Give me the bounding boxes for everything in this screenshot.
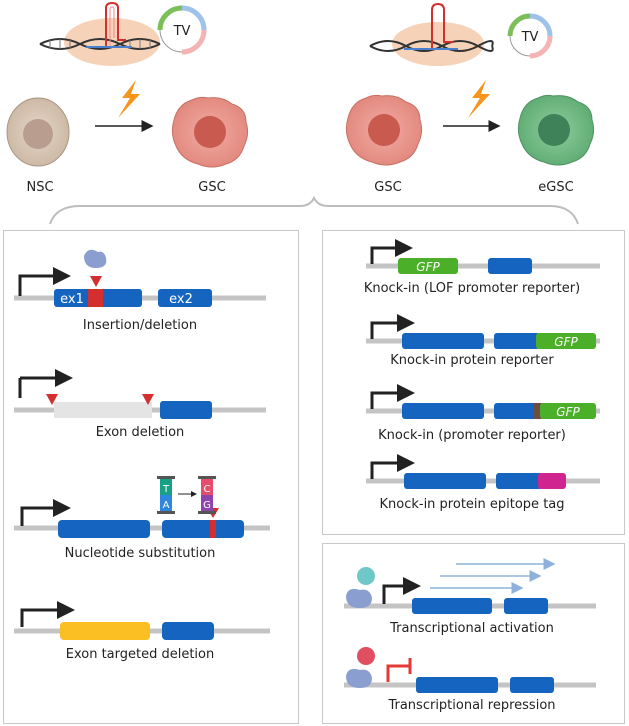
promoter-arrow (370, 384, 415, 409)
caption-knock-in-lof-promoter-reporter: Knock-in (LOF promoter reporter) (363, 281, 581, 296)
promoter-arrow (370, 239, 413, 264)
left-panel (3, 230, 299, 724)
gsc-cell-2 (345, 94, 423, 166)
gfp-label: GFP (554, 335, 578, 349)
exon (162, 520, 244, 538)
exon (488, 258, 532, 274)
tv-label-right: TV (521, 30, 539, 45)
base-pair-after: C G (198, 476, 216, 514)
transcriptional-activation-diagram (344, 558, 596, 614)
cut-site-icon (142, 394, 154, 405)
exon (58, 520, 150, 538)
cas9-icon (84, 249, 107, 268)
cell-label-nsc: NSC (26, 180, 54, 195)
gfp-tag (536, 333, 596, 349)
exon (494, 403, 540, 419)
egsc-cell (517, 94, 595, 166)
caption-knock-in-protein-reporter: Knock-in protein reporter (390, 353, 554, 368)
lightning-icon (468, 80, 490, 118)
repressor-domain-icon (357, 647, 375, 665)
promoter-arrow (370, 454, 415, 479)
dcas9-icon (346, 588, 372, 608)
cut-site-icon (90, 276, 102, 287)
promoter-arrow (20, 601, 75, 627)
knock-in-lof-reporter-diagram: GFP (366, 239, 600, 274)
exon-deletion-diagram (14, 369, 266, 419)
substitution-site (210, 520, 216, 538)
knock-in-promoter-reporter-diagram: GFP (366, 384, 600, 419)
transcriptional-repression-diagram (344, 647, 596, 693)
exon (404, 473, 486, 489)
cell-label-gsc: GSC (374, 180, 402, 195)
nsc-cell (6, 97, 70, 167)
exon (162, 622, 214, 640)
knock-in-epitope-tag-diagram (366, 454, 600, 489)
exon-targeted-deletion-diagram (14, 601, 270, 640)
deleted-region (54, 402, 152, 418)
cas9-dna-complex-left (39, 1, 161, 66)
epitope-tag (538, 473, 566, 489)
cas9-protein (64, 18, 160, 66)
caption-transcriptional-activation: Transcriptional activation (390, 621, 554, 636)
exon-2 (158, 289, 212, 307)
exon (504, 598, 548, 614)
exon-1-label: ex1 (60, 292, 84, 307)
mutation-site (88, 289, 103, 307)
svg-text:C: C (204, 484, 211, 495)
svg-text:G: G (203, 500, 211, 511)
exon (496, 473, 542, 489)
tv-plasmid-left: TV (157, 5, 207, 55)
exon (402, 333, 484, 349)
caption-knock-in-promoter-reporter: Knock-in (promoter reporter) (378, 428, 566, 443)
cell-label-gsc: GSC (198, 180, 226, 195)
caption-nucleotide-substitution: Nucleotide substitution (64, 546, 216, 561)
caption-exon-targeted-deletion: Exon targeted deletion (65, 647, 215, 662)
caption-knock-in-protein-epitope-tag: Knock-in protein epitope tag (379, 497, 565, 512)
promoter-arrow (370, 314, 415, 339)
cut-site-icon (46, 394, 58, 405)
promoter-arrow (18, 267, 71, 296)
caption-insertion-deletion: Insertion/deletion (82, 318, 198, 333)
gfp-tag (540, 403, 596, 419)
caption-exon-deletion: Exon deletion (95, 425, 185, 440)
brace (49, 195, 579, 225)
gfp-tag (398, 258, 458, 274)
linker (534, 403, 542, 419)
exon (510, 677, 554, 693)
activator-domain-icon (357, 567, 375, 585)
cas9-dna-complex-right (369, 2, 494, 66)
exon (416, 677, 498, 693)
dcas9-icon (346, 668, 372, 688)
knock-in-protein-reporter-diagram: GFP (366, 314, 600, 349)
exon-2-label: ex2 (169, 292, 193, 307)
promoter-arrow (382, 577, 421, 604)
gfp-label: GFP (416, 260, 440, 274)
caption-transcriptional-repression: Transcriptional repression (388, 698, 556, 713)
insertion-deletion-diagram: ex1 ex2 (14, 249, 266, 307)
exon (402, 403, 484, 419)
nucleotide-substitution-diagram: T A C G (14, 476, 270, 538)
tv-plasmid-right: TV (507, 13, 553, 59)
promoter-arrow (20, 499, 71, 526)
exon (160, 401, 212, 419)
exon (494, 333, 540, 349)
lightning-icon (118, 80, 140, 118)
exon (412, 598, 492, 614)
base-pair-before: T A (157, 476, 175, 514)
tv-label-left: TV (173, 24, 191, 39)
repression-icon (386, 664, 410, 682)
svg-text:A: A (163, 500, 170, 511)
gsc-cell-1 (171, 96, 249, 168)
cell-label-egsc: eGSC (538, 180, 574, 195)
targeted-exon (60, 622, 150, 640)
svg-text:T: T (162, 484, 170, 495)
gfp-label: GFP (556, 405, 580, 419)
